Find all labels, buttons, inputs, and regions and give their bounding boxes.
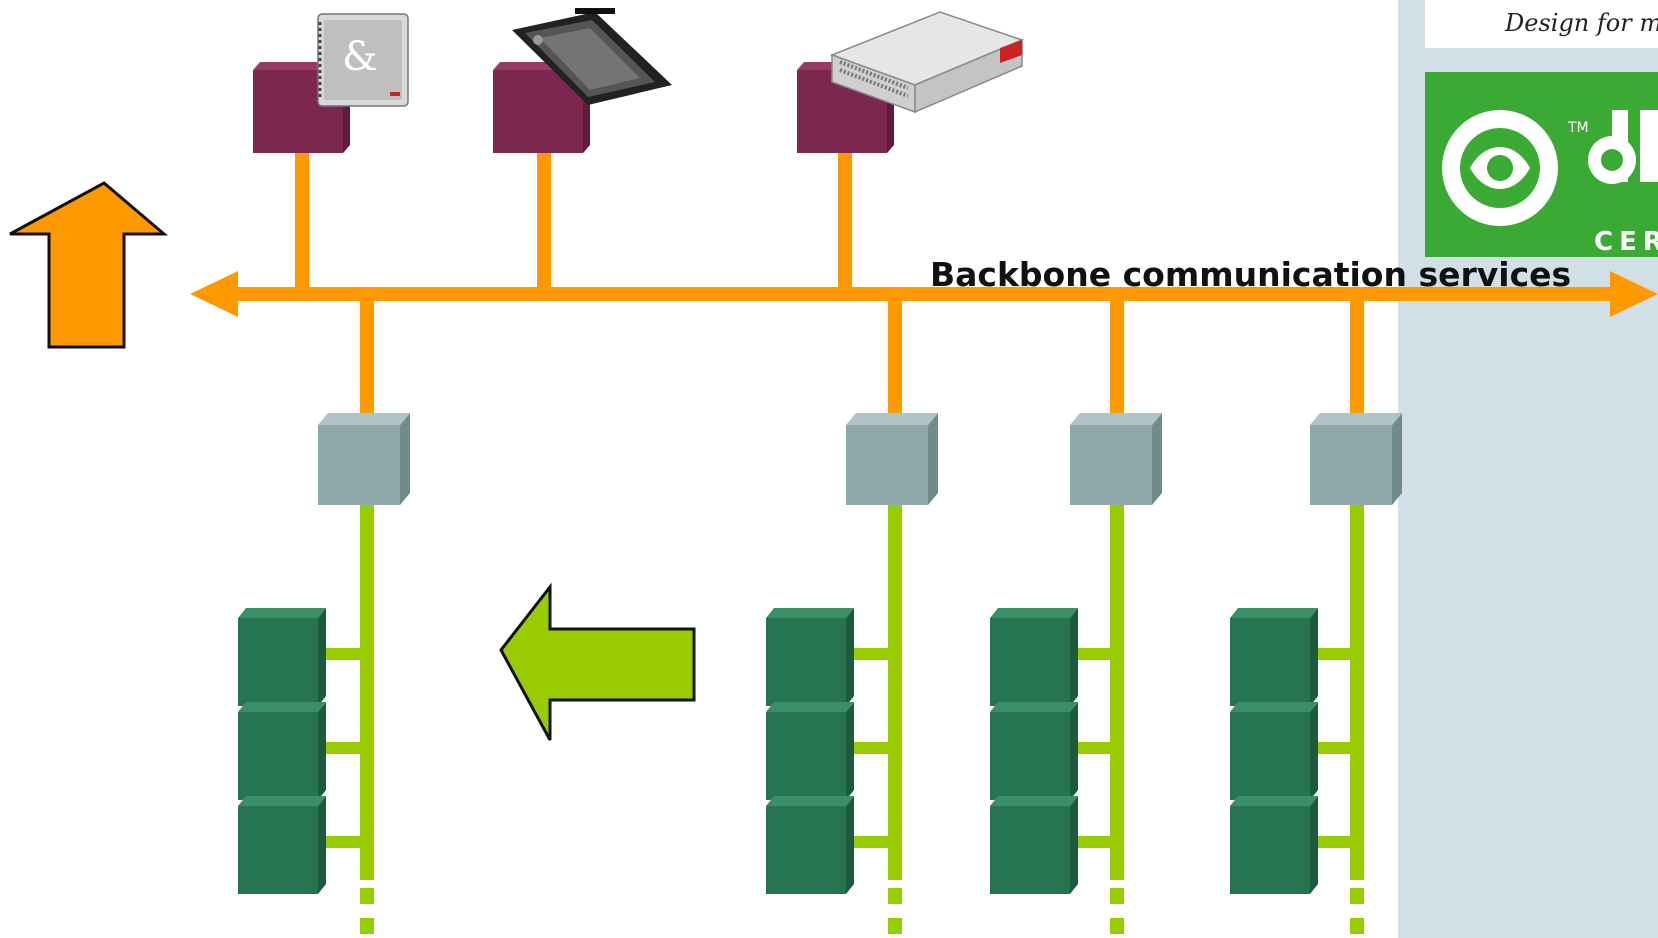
field-node-box-top — [238, 608, 326, 618]
field-node-box-side — [846, 796, 854, 894]
node-link — [318, 742, 360, 754]
notebook-icon: & — [317, 13, 409, 107]
field-node-box — [766, 806, 846, 894]
subnet-line-continuation — [888, 888, 902, 904]
router-icon — [829, 11, 1025, 114]
node-link — [846, 742, 888, 754]
node-link — [1070, 742, 1110, 754]
field-node-box-top — [990, 702, 1078, 712]
field-node-box-top — [990, 608, 1078, 618]
field-node-box-top — [766, 702, 854, 712]
node-link — [846, 648, 888, 660]
field-node-box — [766, 712, 846, 800]
field-node-box-top — [990, 796, 1078, 806]
field-node-box — [1230, 712, 1310, 800]
field-node-box — [990, 712, 1070, 800]
field-node-box-side — [1070, 608, 1078, 706]
gateway-link-4 — [1350, 298, 1364, 424]
subnet-line-continuation — [1350, 918, 1364, 934]
up-arrow — [9, 181, 169, 349]
node-link — [1070, 836, 1110, 848]
field-node-box-top — [1230, 796, 1318, 806]
subnet-line-continuation — [360, 918, 374, 934]
subnet-line-continuation — [1110, 888, 1124, 904]
tablet-icon — [512, 8, 672, 105]
subnet-line — [1350, 505, 1364, 880]
field-node-box — [990, 618, 1070, 706]
svg-text:CER: CER — [1594, 227, 1658, 257]
gateway-link-1 — [360, 298, 374, 424]
gateway-box-3 — [1070, 413, 1162, 505]
field-node-box-top — [1230, 608, 1318, 618]
field-node-box — [1230, 806, 1310, 894]
field-node-box-side — [846, 608, 854, 706]
device-link-1 — [295, 150, 309, 290]
node-link — [318, 836, 360, 848]
backbone-label: Backbone communication services — [930, 255, 1572, 294]
side-panel-white-header — [1425, 0, 1658, 48]
field-node-box-top — [766, 608, 854, 618]
field-node-box — [990, 806, 1070, 894]
field-node-box — [238, 618, 318, 706]
subnet-line — [1110, 505, 1124, 880]
device-link-3 — [838, 150, 852, 290]
left-arrow — [499, 582, 696, 741]
node-link — [1310, 648, 1350, 660]
device-link-2 — [537, 150, 551, 290]
backbone-line — [190, 271, 1658, 317]
field-node-box-side — [1070, 796, 1078, 894]
field-node-box-side — [1070, 702, 1078, 800]
gateway-box-4 — [1310, 413, 1402, 505]
field-node-box — [1230, 618, 1310, 706]
svg-text:&: & — [342, 34, 378, 80]
subnet-line-continuation — [1110, 918, 1124, 934]
gateway-link-2 — [888, 298, 902, 424]
field-node-box-side — [318, 796, 326, 894]
field-node-box — [766, 618, 846, 706]
field-subnets — [238, 505, 1364, 934]
field-node-box — [238, 712, 318, 800]
field-node-box-side — [1310, 702, 1318, 800]
node-link — [318, 648, 360, 660]
svg-text:TM: TM — [1567, 120, 1589, 136]
field-node-box-top — [766, 796, 854, 806]
field-node-box-top — [1230, 702, 1318, 712]
certification-logo: TM CER — [1425, 72, 1658, 257]
field-node-box-top — [238, 702, 326, 712]
field-node-box-side — [1310, 796, 1318, 894]
subnet-line-continuation — [360, 888, 374, 904]
gateway-box-1 — [318, 413, 410, 505]
subnet-line-continuation — [1350, 888, 1364, 904]
node-link — [846, 836, 888, 848]
subnet-line-continuation — [888, 918, 902, 934]
node-link — [1310, 836, 1350, 848]
node-link — [1310, 742, 1350, 754]
field-node-box-side — [846, 702, 854, 800]
tagline: Design for m — [1505, 9, 1658, 37]
subnet-line — [888, 505, 902, 880]
node-link — [1070, 648, 1110, 660]
gateway-box-2 — [846, 413, 938, 505]
field-node-box-side — [318, 702, 326, 800]
field-node-box — [238, 806, 318, 894]
field-node-box-side — [1310, 608, 1318, 706]
field-node-box-top — [238, 796, 326, 806]
subnet-line — [360, 505, 374, 880]
gateway-link-3 — [1110, 298, 1124, 424]
field-node-box-side — [318, 608, 326, 706]
